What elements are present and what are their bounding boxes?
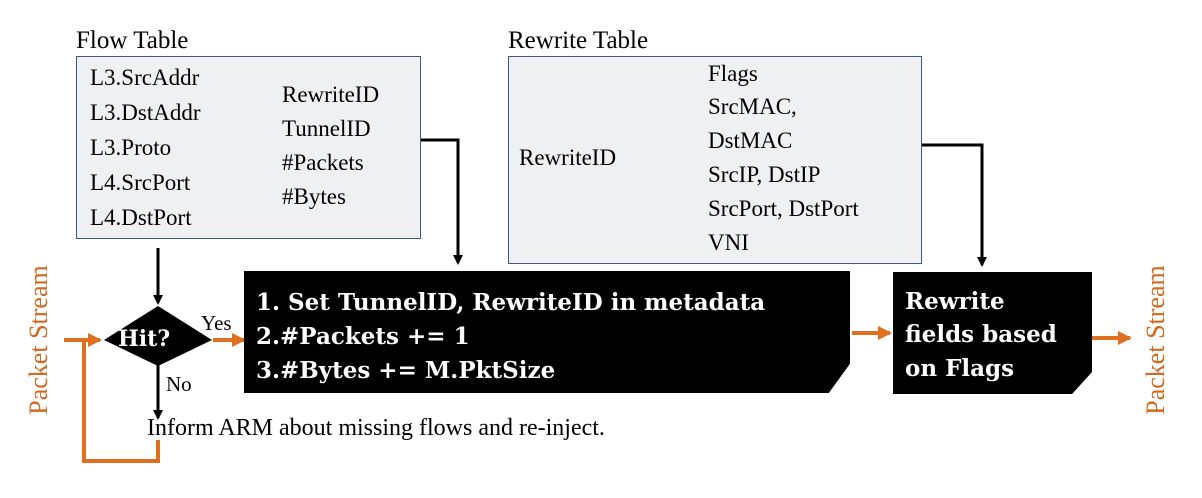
rewrite-table-title: Rewrite Table	[508, 27, 649, 54]
action-box: 1. Set TunnelID, RewriteID in metadata 2…	[244, 271, 850, 393]
flow-key: L4.SrcPort	[90, 170, 191, 195]
flow-value: RewriteID	[282, 82, 380, 107]
flow-table-title: Flow Table	[76, 27, 189, 54]
rewrite-table-box: RewriteID Flags SrcMAC, DstMAC SrcIP, Ds…	[508, 56, 922, 264]
flow-key: L3.Proto	[90, 135, 172, 160]
action-step: 1. Set TunnelID, RewriteID in metadata	[256, 289, 766, 316]
flow-value: #Packets	[282, 150, 364, 175]
flow-key: L3.SrcAddr	[90, 65, 200, 90]
hit-decision-diamond	[104, 306, 212, 366]
rewrite-step: on Flags	[905, 355, 1015, 382]
flow-value: TunnelID	[282, 116, 371, 141]
hit-label: Hit?	[118, 326, 171, 352]
flow-table-box: L3.SrcAddr L3.DstAddr L3.Proto L4.SrcPor…	[76, 56, 421, 239]
reinject-loop	[82, 340, 160, 463]
rewrite-key: RewriteID	[519, 145, 617, 170]
action-step: 3.#Bytes += M.PktSize	[256, 357, 556, 384]
miss-handling-text: Inform ARM about missing flows and re-in…	[147, 415, 605, 441]
rewrite-value: SrcIP, DstIP	[708, 162, 821, 187]
flow-key: L3.DstAddr	[90, 100, 201, 125]
rewrite-value: Flags	[708, 61, 758, 86]
output-stream-label: Packet Stream	[1141, 265, 1170, 415]
no-label: No	[166, 372, 192, 396]
yes-label: Yes	[201, 311, 232, 335]
flow-value: #Bytes	[282, 184, 346, 209]
input-stream-label: Packet Stream	[24, 265, 53, 415]
rewrite-value: SrcMAC,	[708, 94, 797, 119]
action-step: 2.#Packets += 1	[256, 323, 470, 350]
rewrite-step: Rewrite	[905, 288, 1005, 315]
rewrite-value: SrcPort, DstPort	[708, 196, 859, 221]
flow-to-action-arrow	[420, 138, 463, 265]
rewrite-table-to-box-arrow	[921, 143, 987, 267]
rewrite-box: Rewrite fields based on Flags	[893, 272, 1092, 394]
rewrite-step: fields based	[905, 321, 1057, 348]
rewrite-value: DstMAC	[708, 128, 793, 153]
rewrite-value: VNI	[708, 230, 749, 255]
flow-key: L4.DstPort	[90, 205, 192, 230]
